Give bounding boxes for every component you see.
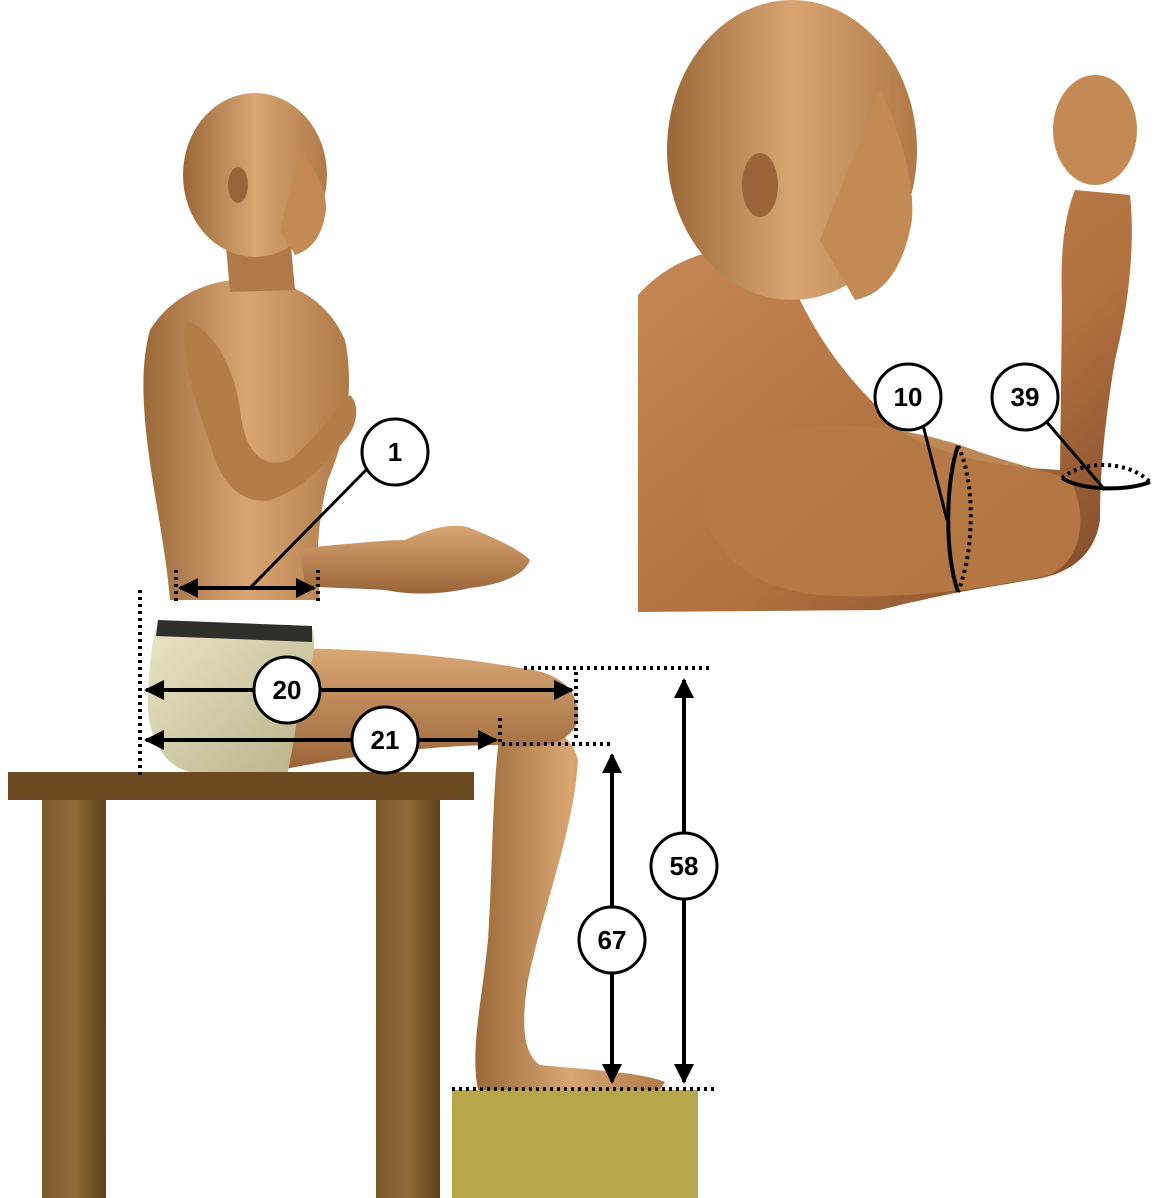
inset-fist xyxy=(1053,75,1137,185)
inset-upper-arm xyxy=(703,426,1080,597)
callout-1-label: 1 xyxy=(388,437,402,467)
callout-21: 21 xyxy=(352,707,418,773)
callout-67: 67 xyxy=(579,907,645,973)
callout-20: 20 xyxy=(254,657,320,723)
table-top xyxy=(8,772,474,800)
callout-10-label: 10 xyxy=(894,382,923,412)
callout-20-label: 20 xyxy=(273,675,302,705)
callout-21-label: 21 xyxy=(371,725,400,755)
callout-67-label: 67 xyxy=(598,925,627,955)
callout-39-label: 39 xyxy=(1011,382,1040,412)
callout-1: 1 xyxy=(362,419,428,485)
lower-leg xyxy=(475,725,665,1090)
table-leg-right xyxy=(376,800,440,1198)
callout-58-label: 58 xyxy=(670,851,699,881)
callout-39: 39 xyxy=(992,364,1058,430)
ear xyxy=(228,167,248,203)
inset-flexed-arm xyxy=(638,0,1137,612)
callout-58: 58 xyxy=(651,833,717,899)
table-leg-left xyxy=(42,800,106,1198)
inset-ear xyxy=(742,153,778,217)
callout-10: 10 xyxy=(875,364,941,430)
arm-right-forearm xyxy=(300,526,530,594)
foot-block xyxy=(452,1090,698,1198)
table xyxy=(8,772,474,1198)
